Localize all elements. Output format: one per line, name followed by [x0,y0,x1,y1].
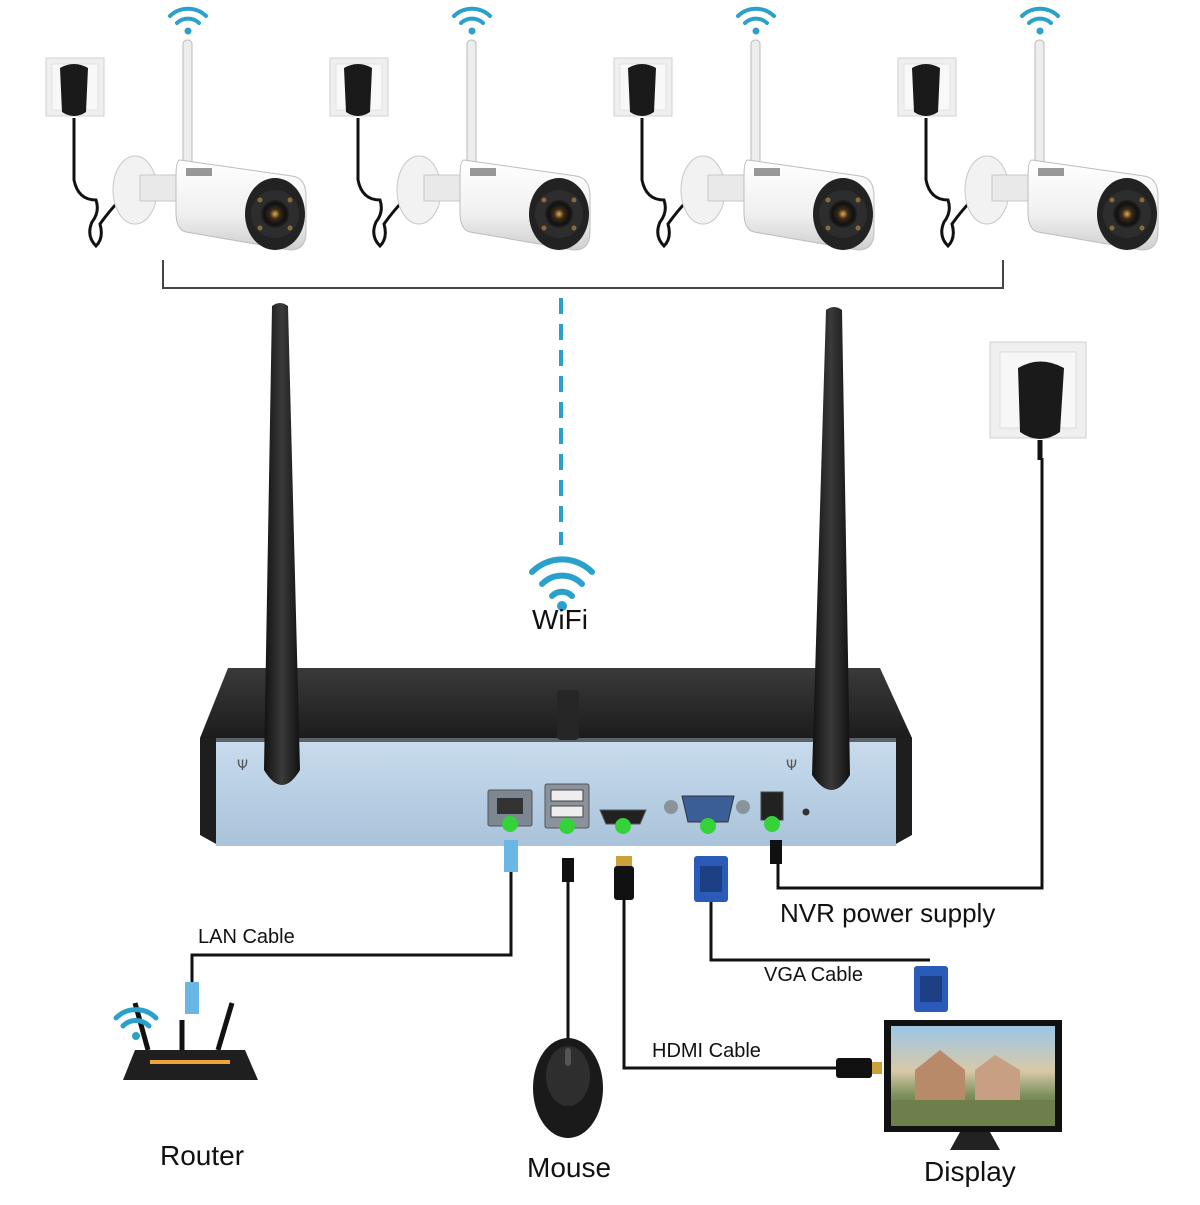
hdmi-cable [614,856,882,1078]
vga-port [664,795,750,834]
camera-antenna [750,39,761,171]
power-outlet [897,57,957,117]
camera-mount [112,155,189,225]
camera-1 [45,6,307,251]
svg-text:Ψ: Ψ [237,758,248,774]
wifi-label: WiFi [532,604,588,635]
camera-3 [613,6,875,251]
camera-wifi-icon [452,6,492,35]
mouse-device [533,1038,603,1138]
camera-lens [261,200,289,228]
hdmi-port [599,809,647,834]
nvr-recorder: Ψ Ψ [200,303,912,846]
power-outlet [613,57,673,117]
usb-port [544,783,590,834]
camera-power-cable [924,118,974,249]
camera-antenna [466,39,477,171]
camera-group-bracket [162,260,1004,289]
camera-4 [897,6,1159,251]
reset-button [802,808,810,816]
camera-wifi-icon [736,6,776,35]
router-label: Router [160,1140,245,1171]
camera-wifi-icon [1020,6,1060,35]
mouse-label: Mouse [527,1152,612,1183]
camera-2 [329,6,591,251]
lan-cable-label: LAN Cable [198,926,295,948]
nvr-antenna-right [812,307,850,790]
nvr-antenna-left [264,303,300,785]
camera-lens [829,200,857,228]
camera-power-cable [356,118,406,249]
svg-text:Ψ: Ψ [786,758,797,774]
display-monitor [884,1020,1062,1150]
router-wifi-icon [113,1007,159,1040]
camera-lens [1113,200,1141,228]
vga-cable-label: VGA Cable [764,964,863,986]
camera-row [45,6,1159,251]
nvr-top [200,668,912,738]
mouse-cable [562,858,574,1045]
hdmi-cable-label: HDMI Cable [652,1040,761,1062]
lan-cable [185,840,518,1014]
nvr-power-cable [776,458,1044,890]
nvr-power-adapter [989,341,1087,460]
dc-power-port [760,791,784,832]
camera-antenna [1034,39,1045,171]
camera-wifi-icon [168,6,208,35]
camera-power-cable [640,118,690,249]
usb-dongle [557,690,579,740]
power-outlet [45,57,105,117]
camera-power-cable [72,118,122,249]
vga-cable [694,856,948,1012]
wifi-icon [529,556,595,611]
display-label: Display [924,1156,1016,1187]
camera-antenna [182,39,193,171]
camera-lens [545,200,573,228]
router-device [123,1002,258,1080]
lan-port [487,789,533,832]
nvr-power-supply-label: NVR power supply [780,898,996,928]
power-outlet [329,57,389,117]
